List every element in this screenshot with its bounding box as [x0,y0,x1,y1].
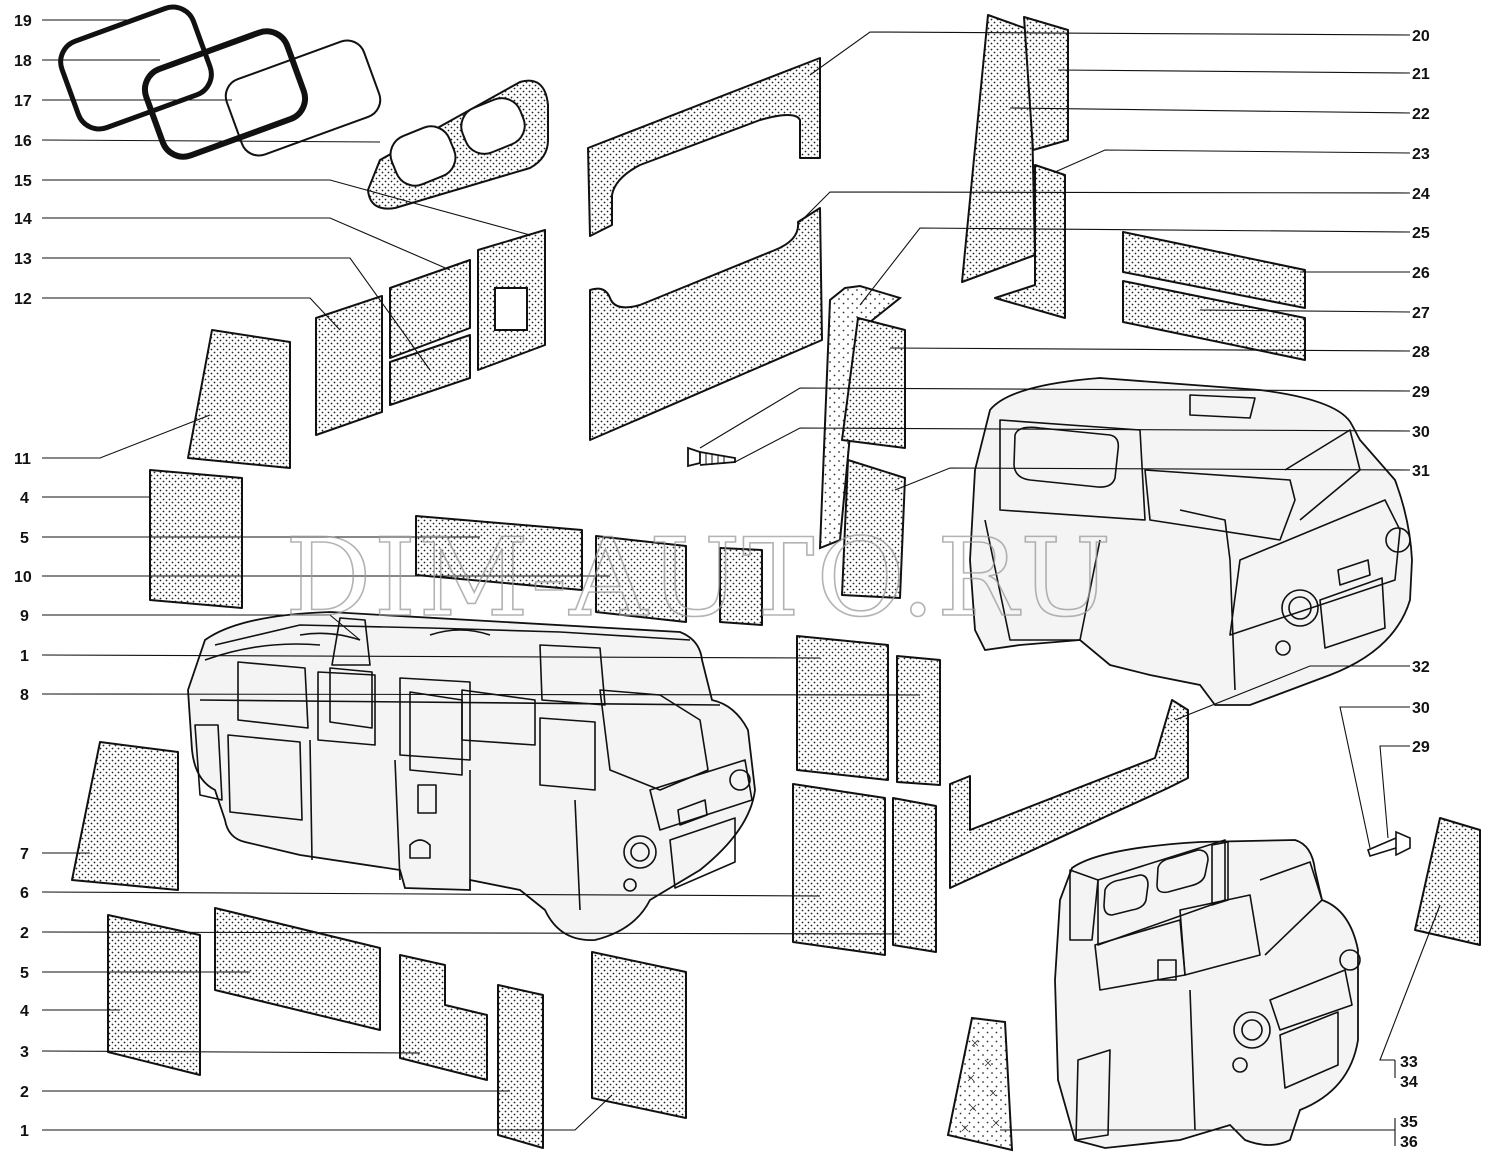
panel-5-upper [415,515,583,591]
side-panels-lower [71,741,687,1149]
callout-label: 24 [1412,186,1430,203]
window-seal-18 [141,28,309,160]
callout-label: 31 [1412,463,1430,480]
panel-21 [1023,16,1069,151]
callout-label: 4 [20,490,29,507]
panel-3 [399,954,488,1081]
window-frame-17 [224,39,382,157]
callout-label: 7 [20,846,29,863]
vertical-panels [818,14,1306,599]
panel-12 [315,295,383,436]
insulation-pattern [961,1039,1000,1132]
callout-labels-right: 20 21 22 23 24 25 26 27 28 29 30 31 32 3… [1400,28,1430,1151]
callout-label: 8 [20,687,29,704]
callout-label: 30 [1412,700,1430,717]
callout-label: 13 [14,251,32,268]
callout-label: 29 [1412,739,1430,756]
panel-11 [187,329,291,469]
panel-4-lower [107,914,201,1076]
side-panels-upper [149,229,763,626]
callout-label: 23 [1412,146,1430,163]
callout-label: 26 [1412,265,1430,282]
callout-label: 32 [1412,659,1430,676]
callout-label: 30 [1412,424,1430,441]
callout-label: 4 [20,1003,29,1020]
panel-7 [71,741,179,891]
panel-28 [841,317,906,449]
panel-20 [587,57,821,237]
callout-label: 2 [20,1084,29,1101]
callout-label: 10 [14,569,32,586]
callout-label: 9 [20,608,29,625]
side-panels-center [792,635,1189,956]
callout-label: 11 [14,451,31,468]
callout-label: 3 [20,1044,29,1061]
callout-label: 20 [1412,28,1430,45]
callout-label: 18 [14,53,32,70]
panel-8 [896,655,941,786]
panel-10 [595,535,687,623]
uaz-cab-rear-view-icon [969,377,1413,706]
callout-label: 27 [1412,305,1430,322]
screw-icon-lower [1367,830,1411,857]
callout-label: 29 [1412,384,1430,401]
callout-label: 2 [20,925,29,942]
panel-10b [719,547,763,626]
panel-24 [589,207,823,441]
panel-2-right [892,797,937,953]
panel-14 [389,259,471,359]
callout-label: 12 [14,291,32,308]
roof-panels [587,57,823,441]
panel-22 [961,14,1036,283]
callout-labels-left: 19 18 17 16 15 14 13 12 11 4 5 10 9 1 8 … [14,13,32,1140]
window-seal-19 [58,4,214,132]
callout-label: 15 [14,173,32,190]
callout-label: 21 [1412,66,1430,83]
leader-lines [41,19,1441,1146]
panel-27 [1122,280,1306,361]
uaz-cab-front-view-icon [1054,839,1361,1149]
sill-panel-32 [949,699,1189,889]
callout-label: 34 [1400,1074,1418,1091]
screw-icon [687,446,736,468]
panel-2-lower [497,984,544,1149]
window-seal-group [58,4,549,210]
callout-label: 5 [20,530,29,547]
panel-26 [1122,231,1306,309]
panel-33-34 [1414,817,1481,946]
callout-label: 17 [14,93,32,110]
callout-label: 36 [1400,1134,1418,1151]
panel-1-right [796,635,889,781]
insulation-panel-35-36 [946,1016,1014,1152]
callout-label: 25 [1412,225,1430,242]
callout-label: 19 [14,13,32,30]
panel-6 [792,783,886,956]
callout-label: 22 [1412,106,1430,123]
watermark-text: DIM-AUTO.RU [285,516,1113,641]
callout-label: 33 [1400,1054,1418,1071]
callout-label: 1 [20,648,29,665]
callout-label: 6 [20,885,29,902]
panel-4-upper [149,469,243,609]
panel-23 [994,164,1066,319]
panel-5-lower [214,907,381,1031]
panel-1-lower [591,951,687,1119]
callout-label: 1 [20,1123,29,1140]
panel-31 [841,459,906,599]
callout-label: 35 [1400,1114,1418,1131]
callout-label: 5 [20,965,29,982]
callout-label: 16 [14,133,32,150]
callout-label: 14 [14,211,32,228]
uaz-van-body-icon [187,611,756,941]
callout-label: 28 [1412,344,1430,361]
